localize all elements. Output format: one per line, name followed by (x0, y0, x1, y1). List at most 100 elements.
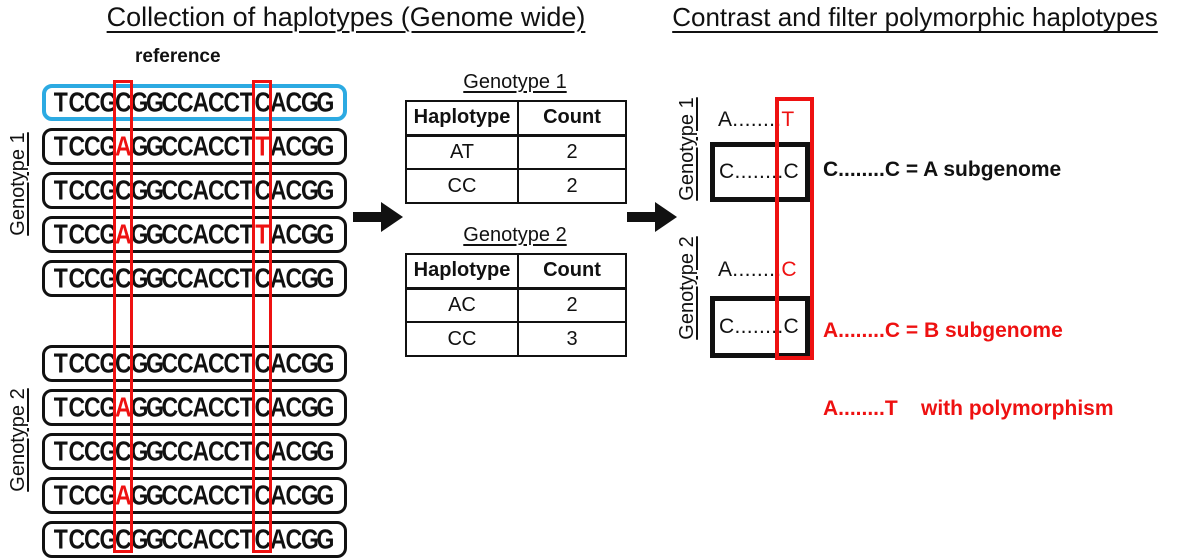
sequence-char: A (115, 479, 132, 511)
sequence-char: G (316, 218, 335, 250)
sequence-char: G (130, 130, 149, 162)
sequence-char: C (115, 435, 132, 467)
sequence-char: T (53, 479, 68, 511)
sequence-char: C (115, 86, 132, 118)
haplotype-table-1-title: Genotype 1 (405, 71, 625, 94)
table-header-cell: Haplotype (405, 253, 519, 290)
sequence-char: A (270, 262, 287, 294)
sequence-char: T (53, 86, 68, 118)
sequence-char: G (316, 174, 335, 206)
sequence-char: C (68, 218, 86, 250)
sequence-char: G (146, 86, 164, 118)
sequence-char: C (84, 130, 101, 162)
sequence-char: C (177, 262, 194, 294)
sequence-char: C (177, 86, 194, 118)
sequence-char: C (161, 130, 179, 162)
sequence-char: G (301, 130, 319, 162)
sequence-char: A (192, 262, 210, 294)
sequence-char: G (130, 262, 149, 294)
sequence-char: G (146, 435, 164, 467)
table-cell: 3 (517, 321, 627, 357)
genotype-1-haplotype-text: A........T (718, 108, 795, 132)
sequence-char: T (239, 435, 254, 467)
sequence-char: C (84, 218, 101, 250)
sequence-char: G (130, 435, 149, 467)
haplotype-text-black: A........ (718, 108, 782, 131)
sequence-char: G (301, 523, 319, 555)
sequence-char: G (146, 262, 164, 294)
sequence-char: A (192, 130, 210, 162)
sequence-char: C (84, 479, 101, 511)
sequence-char: T (53, 130, 68, 162)
sequence-char: C (161, 174, 179, 206)
sequence-char: A (270, 391, 287, 423)
sequence-char: G (301, 391, 319, 423)
table-header-cell: Count (517, 253, 627, 290)
arrow-shaft (627, 212, 655, 222)
sequence-char: C (223, 174, 241, 206)
sequence-char: C (84, 523, 101, 555)
sequence-char: A (115, 130, 132, 162)
sequence-char: G (130, 391, 149, 423)
sequence-char: G (130, 218, 149, 250)
haplotype-text-red: T (781, 108, 795, 131)
highlight-column-2 (252, 80, 273, 553)
sequence-char: C (223, 479, 241, 511)
genotype-1-subgenome-box: C........C (710, 142, 810, 202)
sequence-char: C (161, 479, 179, 511)
sequence-char: A (270, 86, 287, 118)
sequence-char: C (68, 479, 86, 511)
sequence-char: T (53, 218, 68, 250)
sequence-char: C (254, 174, 272, 206)
sequence-char: C (285, 130, 303, 162)
sequence-char: C (68, 86, 86, 118)
sequence-char: C (177, 347, 194, 379)
haplotype-text-red: C (781, 258, 797, 281)
left-section-title-text: Collection of haplotypes (Genome wide) (106, 2, 586, 32)
sequence-char: G (301, 218, 319, 250)
sequence-char: G (316, 523, 335, 555)
sequence-char: C (161, 347, 179, 379)
sequence-char: C (223, 218, 241, 250)
sequence-char: T (239, 262, 254, 294)
sequence-char: C (68, 130, 86, 162)
sequence-char: C (285, 262, 303, 294)
sequence-char: G (316, 391, 335, 423)
sequence-char: G (146, 523, 164, 555)
sequence-char: T (239, 174, 254, 206)
sequence-char: C (161, 86, 179, 118)
sequence-char: A (270, 218, 287, 250)
sequence-char: G (316, 262, 335, 294)
b-subgenome-note-line1: A........C = B subgenome (823, 319, 1063, 342)
sequence-char: A (192, 523, 210, 555)
sequence-char: A (192, 86, 210, 118)
sequence-char: A (192, 435, 210, 467)
sequence-char: T (53, 435, 68, 467)
sequence-char: C (177, 523, 194, 555)
sequence-char: C (208, 218, 225, 250)
sequence-char: C (177, 435, 194, 467)
table-cell: AT (405, 134, 519, 170)
sequence-char: C (177, 218, 194, 250)
sequence-char: G (146, 391, 164, 423)
table-cell: AC (405, 287, 519, 323)
sequence-char: C (223, 130, 241, 162)
sequence-char: C (161, 218, 179, 250)
sequence-char: A (270, 523, 287, 555)
sequence-char: C (68, 391, 86, 423)
sequence-char: G (301, 479, 319, 511)
sequence-char: T (255, 218, 270, 250)
sequence-char: C (285, 86, 303, 118)
table-cell: CC (405, 168, 519, 204)
genotype-2-subgenome-box: C........C (710, 296, 810, 358)
table-header-cell: Count (517, 100, 627, 137)
sequence-char: A (192, 391, 210, 423)
table-cell: 2 (517, 168, 627, 204)
